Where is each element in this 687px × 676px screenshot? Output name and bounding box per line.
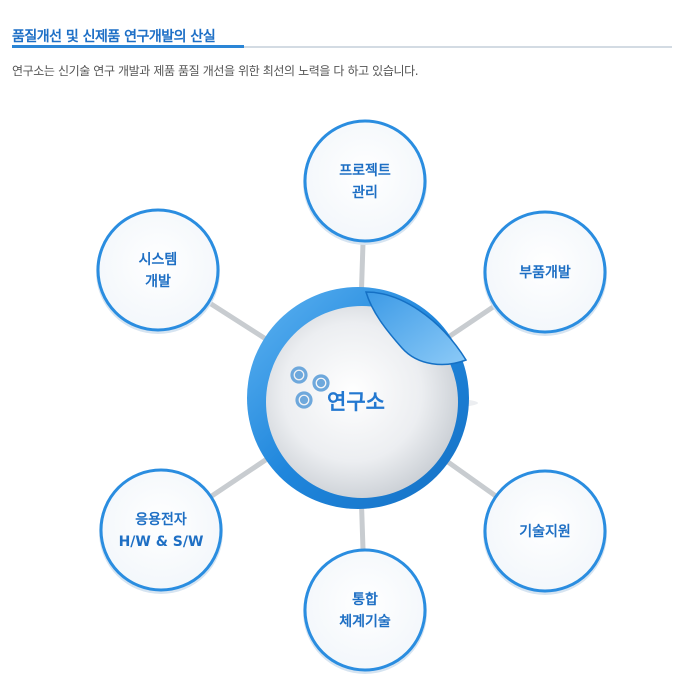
node-electronics: 응용전자 H/W & S/W xyxy=(99,468,223,594)
gears-icon xyxy=(290,366,330,409)
heading-accent-bar xyxy=(12,45,244,48)
section-heading: 품질개선 및 신제품 연구개발의 산실 xyxy=(12,24,672,50)
page-title: 품질개선 및 신제품 연구개발의 산실 xyxy=(12,29,216,45)
node-label: 통합 xyxy=(352,591,378,608)
intro-text: 연구소는 신기술 연구 개발과 제품 품질 개선을 위한 최선의 노력을 다 하… xyxy=(12,64,419,78)
heading-divider xyxy=(12,46,672,48)
node-circle xyxy=(303,548,427,672)
center-hub: 연구소 xyxy=(247,287,478,509)
node-circle xyxy=(483,469,607,593)
page-curl xyxy=(364,291,468,366)
node-label: 응용전자 xyxy=(135,511,187,528)
node-label: 관리 xyxy=(352,184,378,201)
node-label: 부품개발 xyxy=(519,264,571,281)
node-label: 기술지원 xyxy=(519,524,571,540)
node-circle xyxy=(303,119,427,243)
node-label: 프로젝트 xyxy=(339,162,391,179)
node-circle xyxy=(483,210,607,334)
node-tech-support: 기술지원 xyxy=(483,469,607,595)
node-circle xyxy=(96,208,220,332)
node-parts: 부품개발 xyxy=(483,210,607,336)
node-label: 체계기술 xyxy=(339,614,391,630)
node-circle xyxy=(99,468,223,592)
node-label: H/W & S/W xyxy=(119,534,204,550)
node-label: 개발 xyxy=(145,273,171,290)
node-label: 시스템 xyxy=(139,251,178,268)
hub-label: 연구소 xyxy=(327,390,385,414)
